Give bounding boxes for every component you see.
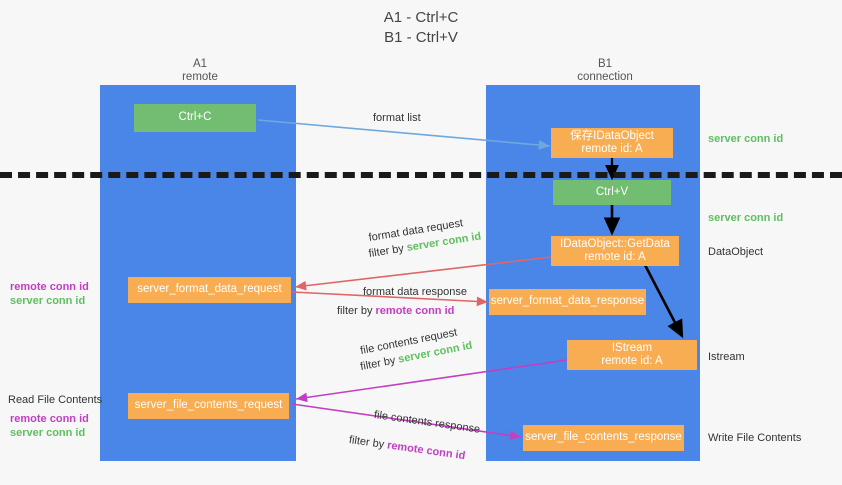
label-file-contents-response-filter: filter by remote conn id	[348, 433, 466, 464]
column-header-b1-sub: connection	[577, 71, 633, 83]
label-format-data-response: format data response	[363, 286, 467, 298]
label-file-contents-response-filter-value: remote conn id	[386, 439, 467, 463]
box-server-file-contents-request-label: server_file_contents_request	[134, 399, 283, 412]
label-format-data-response-filter: filter by remote conn id	[337, 304, 454, 319]
annotation-server-conn-id-mid: server conn id	[708, 212, 784, 224]
box-getdata-line1: IDataObject::GetData	[560, 237, 670, 250]
box-server-file-contents-response[interactable]: server_file_contents_response	[523, 425, 684, 451]
box-getdata[interactable]: IDataObject::GetData remote id: A	[551, 236, 679, 266]
label-file-contents-response: file contents response	[373, 408, 481, 436]
box-server-format-data-response[interactable]: server_format_data_response	[489, 289, 646, 315]
annotation-left-remote-conn-id-1: remote conn id	[10, 281, 89, 293]
column-header-a1-name: A1	[192, 58, 208, 70]
box-ctrl-c-label: Ctrl+C	[178, 111, 212, 124]
box-getdata-line2: remote id: A	[584, 251, 646, 263]
box-idataobject[interactable]: 保存IDataObject remote id: A	[551, 128, 673, 158]
box-idataobject-line2: remote id: A	[581, 143, 643, 155]
annotation-left-remote-conn-id-2: remote conn id	[10, 413, 89, 425]
annotation-dataobject: DataObject	[708, 246, 764, 258]
column-header-a1: A1 remote	[140, 58, 260, 84]
box-idataobject-line1: 保存IDataObject	[570, 129, 654, 142]
label-file-contents-response-filter-prefix: filter by	[348, 433, 389, 452]
label-format-data-request-group: format data request filter by server con…	[368, 217, 484, 262]
box-server-file-contents-request[interactable]: server_file_contents_request	[128, 393, 289, 419]
annotation-write-file-contents: Write File Contents	[708, 432, 802, 444]
label-format-data-response-filter-value: remote conn id	[375, 305, 455, 317]
label-file-contents-request-group: file contents request filter by server c…	[359, 326, 476, 375]
column-header-b1: B1 connection	[540, 58, 670, 84]
annotation-server-conn-id-top: server conn id	[708, 133, 784, 145]
box-ctrl-c[interactable]: Ctrl+C	[134, 104, 256, 132]
annotation-left-server-conn-id-2: server conn id	[10, 427, 86, 439]
box-server-file-contents-response-label: server_file_contents_response	[525, 431, 682, 444]
column-header-a1-sub: remote	[182, 71, 218, 83]
page-title: A1 - Ctrl+C B1 - Ctrl+V	[383, 9, 459, 46]
label-format-list: format list	[373, 112, 421, 124]
annotation-istream: Istream	[708, 351, 745, 363]
box-ctrl-v-label: Ctrl+V	[595, 185, 629, 198]
box-istream-line1: IStream	[611, 341, 653, 354]
box-istream[interactable]: IStream remote id: A	[567, 340, 697, 370]
box-server-format-data-request-label: server_format_data_request	[137, 283, 282, 296]
label-format-data-response-filter-prefix: filter by	[337, 305, 376, 317]
box-istream-line2: remote id: A	[601, 355, 663, 367]
box-ctrl-v[interactable]: Ctrl+V	[553, 180, 671, 205]
annotation-left-server-conn-id-1: server conn id	[10, 295, 86, 307]
column-header-b1-name: B1	[597, 58, 613, 70]
annotation-read-file-contents: Read File Contents	[8, 394, 103, 406]
phase-separator	[0, 172, 842, 178]
box-server-format-data-request[interactable]: server_format_data_request	[128, 277, 291, 303]
box-server-format-data-response-label: server_format_data_response	[490, 295, 645, 308]
